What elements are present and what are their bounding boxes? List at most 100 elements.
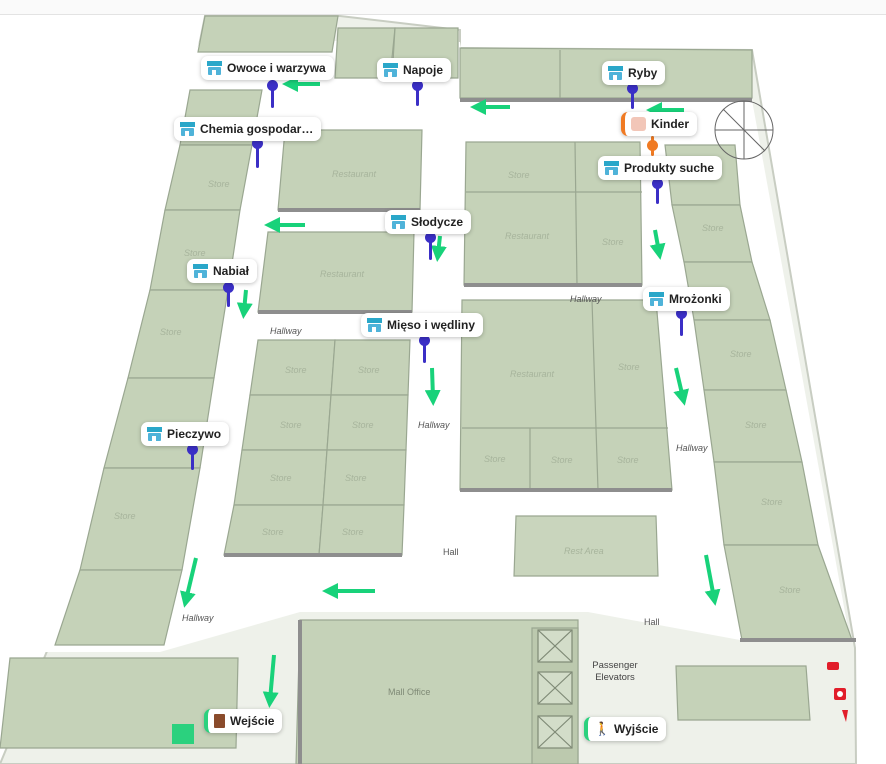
pin-stem bbox=[227, 283, 230, 307]
room-label: Restaurant bbox=[320, 269, 365, 279]
hall-label: Hallway bbox=[418, 420, 450, 430]
pin-knob bbox=[419, 335, 430, 346]
pin-stem bbox=[256, 140, 259, 168]
pin-label: Chemia gospodar… bbox=[200, 122, 314, 136]
shop-icon bbox=[207, 61, 222, 75]
pin-label: Wejście bbox=[230, 714, 275, 728]
service-icons bbox=[172, 662, 848, 744]
pin-napoje[interactable]: Napoje bbox=[377, 58, 452, 82]
room-label: Store bbox=[285, 365, 307, 375]
pin-mieso-i-wedliny[interactable]: Mięso i wędliny bbox=[361, 313, 484, 337]
room-label: Store bbox=[208, 179, 230, 189]
hall-label: Hallway bbox=[182, 613, 214, 623]
room-label: Store bbox=[358, 365, 380, 375]
pin-label: Ryby bbox=[628, 66, 658, 80]
pin-label: Mięso i wędliny bbox=[387, 318, 476, 332]
room-label: Store bbox=[484, 454, 506, 464]
pin-nabial[interactable]: Nabiał bbox=[187, 259, 258, 283]
shop-icon bbox=[147, 427, 162, 441]
pin-knob bbox=[252, 138, 263, 149]
pin-stem bbox=[191, 446, 194, 470]
shop-icon bbox=[193, 264, 208, 278]
hall-label: Hall bbox=[443, 547, 459, 557]
pin-chemia-gospodarcza[interactable]: Chemia gospodar… bbox=[174, 117, 322, 141]
pin-label: Kinder bbox=[651, 117, 690, 131]
pin-knob bbox=[412, 80, 423, 91]
room-label: Store bbox=[262, 527, 284, 537]
pin-label: Słodycze bbox=[411, 215, 464, 229]
room-label: Store bbox=[617, 455, 639, 465]
pin-knob bbox=[652, 178, 663, 189]
room-label: Restaurant bbox=[505, 231, 550, 241]
pin-knob bbox=[647, 140, 658, 151]
shop-icon bbox=[180, 122, 195, 136]
pin-knob bbox=[223, 282, 234, 293]
pin-knob bbox=[676, 308, 687, 319]
top-toolbar-strip bbox=[0, 0, 886, 15]
pin-wejscie[interactable]: Wejście bbox=[204, 709, 283, 733]
shop-icon bbox=[649, 292, 664, 306]
pin-slodycze[interactable]: Słodycze bbox=[385, 210, 472, 234]
pin-ryby[interactable]: Ryby bbox=[602, 61, 666, 85]
pin-label: Produkty suche bbox=[624, 161, 715, 175]
hall-label: Hall bbox=[644, 617, 660, 627]
room-label: Store bbox=[184, 248, 206, 258]
route-arrows bbox=[180, 76, 721, 708]
pin-wyjscie[interactable]: 🚶 Wyjście bbox=[584, 717, 667, 741]
elevator-label-box: Passenger Elevators bbox=[592, 660, 638, 683]
room-label: Restaurant bbox=[332, 169, 377, 179]
pin-kinder[interactable]: Kinder bbox=[621, 112, 698, 136]
room-label: Store bbox=[352, 420, 374, 430]
pin-stem bbox=[680, 310, 683, 336]
walls bbox=[224, 98, 856, 764]
walking-person-icon: 🚶 bbox=[594, 721, 611, 736]
pin-knob bbox=[627, 83, 638, 94]
room-label: Store bbox=[280, 420, 302, 430]
room-label: Store bbox=[779, 585, 801, 595]
left-store-column bbox=[0, 15, 459, 749]
pin-stem bbox=[423, 337, 426, 363]
hall-label: Hallway bbox=[676, 443, 708, 453]
room-label: Store bbox=[345, 473, 367, 483]
pin-produkty-suche[interactable]: Produkty suche bbox=[598, 156, 723, 180]
shop-icon bbox=[391, 215, 406, 229]
room-label: Store bbox=[602, 237, 624, 247]
room-label: Store bbox=[618, 362, 640, 372]
pin-stem bbox=[271, 80, 274, 108]
room-label: Store bbox=[761, 497, 783, 507]
round-table-icon bbox=[714, 100, 774, 160]
pin-pieczywo[interactable]: Pieczywo bbox=[141, 422, 230, 446]
room-label: Rest Area bbox=[564, 546, 604, 556]
pin-stem bbox=[631, 85, 634, 109]
shop-icon bbox=[367, 318, 382, 332]
pin-knob bbox=[187, 444, 198, 455]
pin-stem bbox=[429, 234, 432, 260]
pin-stem bbox=[416, 82, 419, 106]
pin-knob bbox=[425, 232, 436, 243]
room-label: Store bbox=[551, 455, 573, 465]
room-label: Store bbox=[745, 420, 767, 430]
hall-label: Hallway bbox=[570, 294, 602, 304]
pin-label: Owoce i warzywa bbox=[227, 61, 326, 75]
door-icon bbox=[214, 714, 225, 728]
elevator-label: Passenger Elevators bbox=[592, 660, 638, 683]
pin-mrozonki[interactable]: Mrożonki bbox=[643, 287, 730, 311]
pin-label: Pieczywo bbox=[167, 427, 222, 441]
pin-stem bbox=[656, 180, 659, 204]
fire-extinguisher-icon bbox=[827, 662, 839, 670]
room-label: Store bbox=[702, 223, 724, 233]
room-label: Store bbox=[114, 511, 136, 521]
fire-axe-icon bbox=[842, 710, 848, 722]
room-labels: Store Store Store Store Restaurant Resta… bbox=[114, 169, 801, 697]
pin-label: Wyjście bbox=[614, 722, 659, 736]
pin-owoce-i-warzywa[interactable]: Owoce i warzywa bbox=[201, 56, 334, 80]
shop-icon bbox=[608, 66, 623, 80]
room-label: Store bbox=[508, 170, 530, 180]
shop-icon bbox=[383, 63, 398, 77]
center-right-blocks bbox=[295, 141, 811, 764]
hall-label: Hallway bbox=[270, 326, 302, 336]
room-label: Store bbox=[342, 527, 364, 537]
room-label: Store bbox=[160, 327, 182, 337]
shop-icon bbox=[604, 161, 619, 175]
